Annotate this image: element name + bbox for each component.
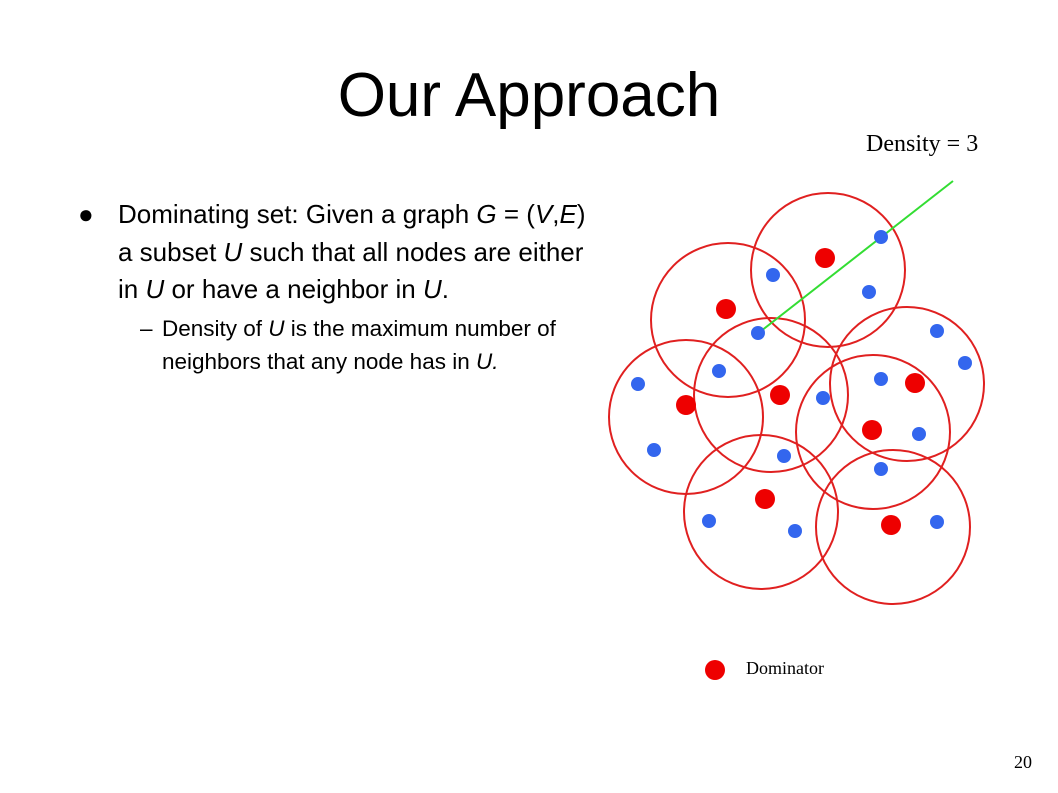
text-run-italic: U. (475, 348, 499, 374)
sub-bullet-text: Density of U is the maximum number of ne… (162, 316, 556, 374)
text-run-italic: V (534, 199, 553, 229)
regular-nodes (631, 230, 972, 538)
coverage-circle (829, 306, 985, 462)
bullet-text: Dominating set: Given a graph G = (V,E) … (118, 199, 586, 304)
text-run-italic: E (559, 199, 577, 229)
text-run-italic: U (268, 316, 285, 342)
dominator-node (770, 385, 790, 405)
graph-node (647, 443, 661, 457)
text-run-italic: U (145, 274, 165, 305)
dominator-node (862, 420, 882, 440)
graph-node (958, 356, 972, 370)
bullet-marker: ● (78, 199, 94, 229)
dominator-node (905, 373, 925, 393)
bullet-list: ● Dominating set: Given a graph G = (V,E… (78, 196, 598, 378)
dominator-nodes (676, 248, 925, 535)
graph-node (874, 372, 888, 386)
graph-node (712, 364, 726, 378)
coverage-circle (750, 192, 906, 348)
text-run-italic: U (223, 236, 243, 267)
dominator-node (881, 515, 901, 535)
graph-node (702, 514, 716, 528)
coverage-circle (683, 434, 839, 590)
density-pointer-line (760, 180, 954, 332)
text-run: Dominating set: Given a graph (118, 199, 477, 229)
dominator-node (815, 248, 835, 268)
graph-node (862, 285, 876, 299)
sub-bullet-density: – Density of U is the maximum number of … (78, 313, 582, 378)
dominator-node (676, 395, 696, 415)
text-run: such that all nodes are either in (118, 236, 584, 305)
graph-node (766, 268, 780, 282)
text-run: . (441, 274, 449, 305)
graph-node (912, 427, 926, 441)
density-label: Density = 3 (866, 131, 979, 157)
text-run-italic: G (476, 199, 497, 229)
text-run: or have a neighbor in (164, 274, 423, 305)
graph-node (816, 391, 830, 405)
dominator-node (716, 299, 736, 319)
graph-node (751, 326, 765, 340)
page-number: 20 (1014, 752, 1032, 772)
text-run: is the maximum number of neighbors that … (162, 316, 556, 374)
coverage-circle (608, 339, 764, 495)
coverage-circle (650, 242, 806, 398)
graph-node (631, 377, 645, 391)
text-run: = ( (496, 199, 535, 229)
slide-title: Our Approach (337, 61, 721, 130)
dominator-node (755, 489, 775, 509)
graph-node (930, 324, 944, 338)
graph-node (788, 524, 802, 538)
sub-bullet-marker: – (140, 316, 153, 342)
legend-label: Dominator (746, 658, 824, 678)
graph-node (777, 449, 791, 463)
text-run: ) a subset (118, 199, 586, 267)
text-run-italic: U (422, 274, 442, 305)
coverage-circle (795, 354, 951, 510)
coverage-circle (815, 449, 971, 605)
coverage-circle (693, 317, 849, 473)
graph-node (930, 515, 944, 529)
graph-node (874, 462, 888, 476)
graph-node (874, 230, 888, 244)
text-run: Density of (162, 316, 269, 342)
bullet-dominating-set: ● Dominating set: Given a graph G = (V,E… (78, 196, 588, 309)
text-run: , (552, 199, 560, 229)
coverage-circles (608, 192, 985, 605)
legend-dominator-swatch (705, 660, 725, 680)
